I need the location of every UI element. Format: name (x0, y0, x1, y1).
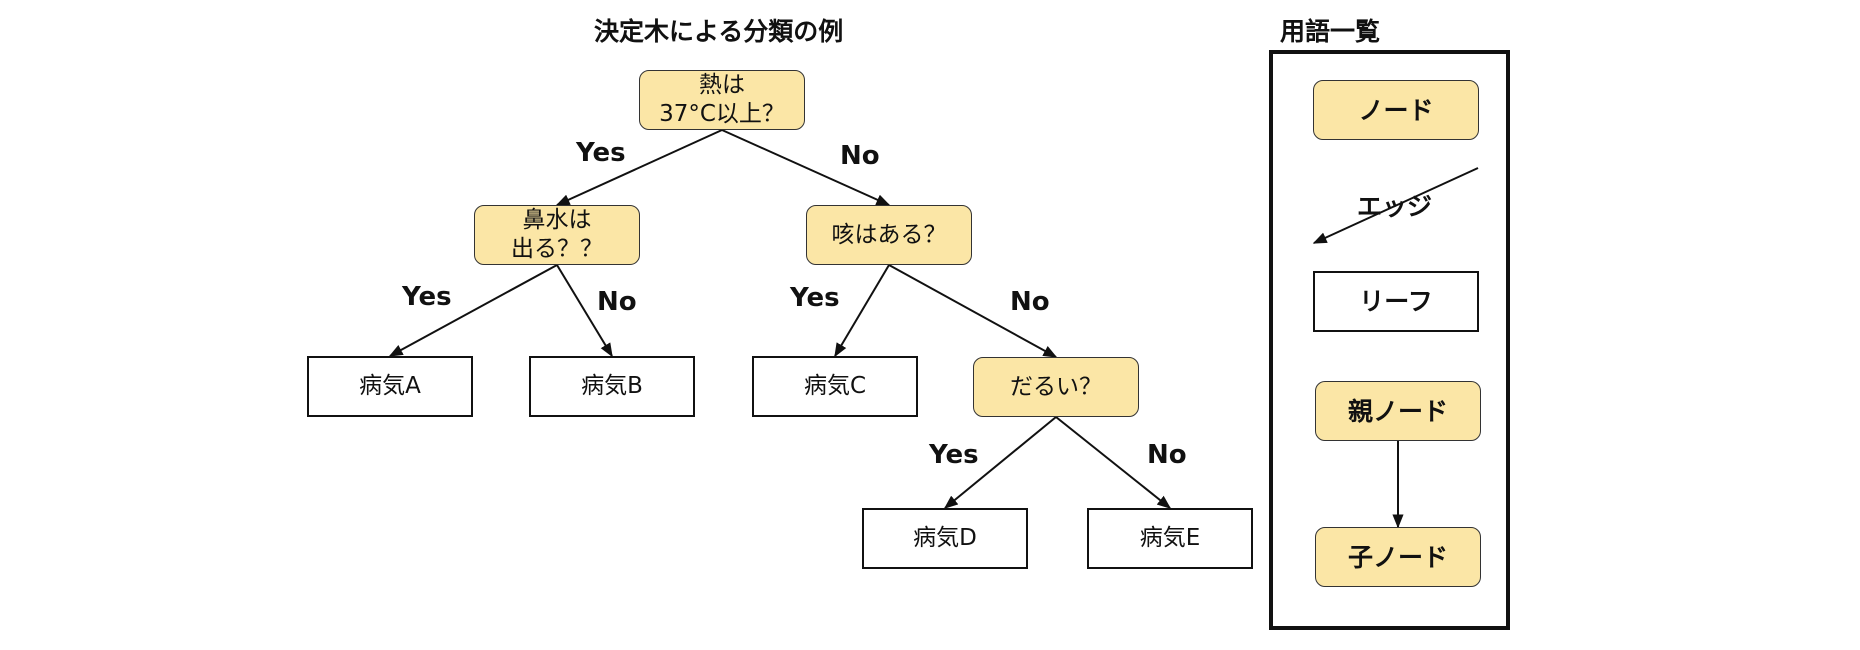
node-text-line: 鼻水は (522, 207, 592, 233)
tree-edge (943, 416, 1057, 509)
legend-node-label: ノード (1358, 95, 1434, 125)
tree-edge (721, 129, 891, 206)
node-fever: 熱は 37°C以上？ (639, 70, 805, 130)
tree-edge (834, 264, 890, 358)
node-text-line: 病気E (1139, 525, 1201, 551)
diagram-title: 決定木による分類の例 (594, 17, 844, 46)
edge-label-yes: Yes (402, 282, 452, 312)
node-text-line: 病気A (359, 373, 421, 399)
tree-edge (555, 129, 723, 206)
node-text-line: 37°C以上？ (659, 101, 785, 127)
node-fatigue: だるい？ (973, 357, 1139, 417)
leaf-disease-b: 病気B (529, 356, 695, 417)
legend-child-node: 子ノード (1315, 527, 1481, 587)
node-cough: 咳はある？ (806, 205, 972, 265)
legend-parent-node: 親ノード (1315, 381, 1481, 441)
tree-edge (388, 264, 558, 357)
leaf-disease-a: 病気A (307, 356, 473, 417)
edge-label-no: No (840, 141, 880, 171)
tree-edge (1055, 416, 1172, 509)
legend-edge-label: エッジ (1357, 192, 1433, 221)
node-text-line: 熱は (698, 72, 745, 98)
leaf-disease-e: 病気E (1087, 508, 1253, 569)
node-text-line: だるい？ (1010, 373, 1102, 400)
edge-label-no: No (1147, 440, 1187, 470)
leaf-disease-c: 病気C (752, 356, 918, 417)
legend-child-label: 子ノード (1347, 542, 1448, 572)
legend-title: 用語一覧 (1280, 17, 1381, 46)
node-text-line: 出る？？ (511, 236, 603, 262)
legend-parent-label: 親ノード (1347, 396, 1448, 426)
legend-edge-arrow (1312, 167, 1479, 244)
leaf-disease-d: 病気D (862, 508, 1028, 569)
legend-panel (1269, 50, 1510, 630)
node-text-line: 病気C (803, 373, 867, 399)
legend-node-sample: ノード (1313, 80, 1479, 140)
tree-edge (556, 264, 613, 358)
edge-label-yes: Yes (576, 138, 626, 168)
node-text-line: 病気D (913, 525, 977, 551)
tree-edge (888, 264, 1058, 358)
edge-label-no: No (1010, 287, 1050, 317)
legend-leaf-sample: リーフ (1313, 271, 1479, 332)
node-text-line: 咳はある？ (831, 221, 947, 248)
edge-label-yes: Yes (790, 283, 840, 313)
edge-label-no: No (597, 287, 637, 317)
legend-leaf-label: リーフ (1359, 287, 1433, 316)
edge-label-yes: Yes (929, 440, 979, 470)
node-text-line: 病気B (581, 373, 643, 399)
node-runny-nose: 鼻水は 出る？？ (474, 205, 640, 265)
